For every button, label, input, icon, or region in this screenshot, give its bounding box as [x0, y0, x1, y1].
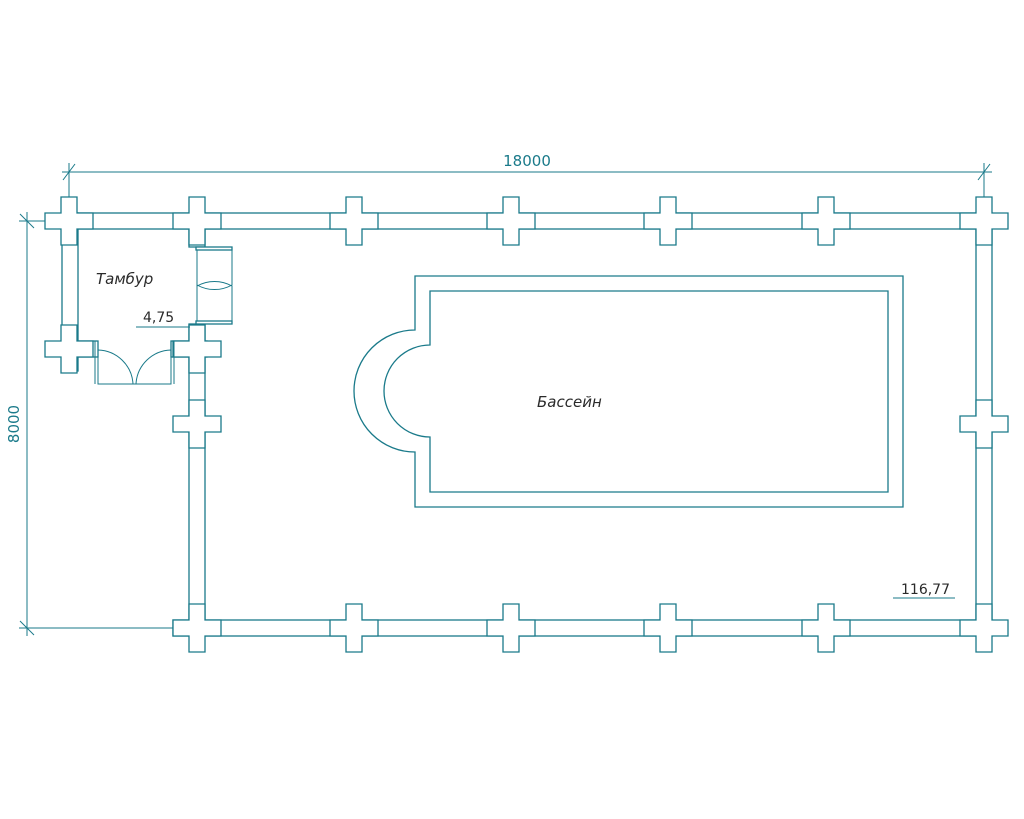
log-joint — [172, 603, 222, 653]
log-joint — [172, 324, 222, 374]
log-joint — [172, 399, 222, 449]
pool-inner-edge — [383, 290, 889, 493]
door-partition — [195, 246, 233, 325]
log-joint — [329, 196, 379, 246]
log-corner-joints — [44, 196, 1009, 653]
log-joint — [801, 603, 851, 653]
room-vestibule: Тамбур 4,75 — [96, 270, 190, 328]
room-pool-hall-area: 116,77 — [901, 582, 950, 598]
log-joint — [801, 196, 851, 246]
dimension-width-label: 8000 — [5, 405, 23, 443]
dimension-length-label: 18000 — [503, 152, 551, 170]
dimension-length: 18000 — [62, 152, 992, 200]
log-joint — [959, 603, 1009, 653]
pool-outer-edge — [353, 275, 904, 508]
log-joint — [329, 603, 379, 653]
log-joint — [643, 603, 693, 653]
log-joint — [44, 196, 94, 246]
log-joint — [643, 196, 693, 246]
wall-bottom — [172, 619, 993, 637]
log-joint — [959, 399, 1009, 449]
log-joint — [44, 324, 94, 374]
room-vestibule-area: 4,75 — [143, 310, 174, 326]
log-joint — [172, 196, 222, 246]
log-joint — [959, 196, 1009, 246]
dimension-width: 8000 — [5, 212, 180, 636]
room-pool-hall: Бассейн 116,77 — [537, 393, 955, 599]
pool-basin — [353, 275, 904, 508]
room-vestibule-name: Тамбур — [96, 270, 153, 288]
log-joint — [486, 196, 536, 246]
door-entrance — [94, 341, 175, 385]
log-joint — [486, 603, 536, 653]
room-pool-hall-name: Бассейн — [537, 393, 602, 411]
